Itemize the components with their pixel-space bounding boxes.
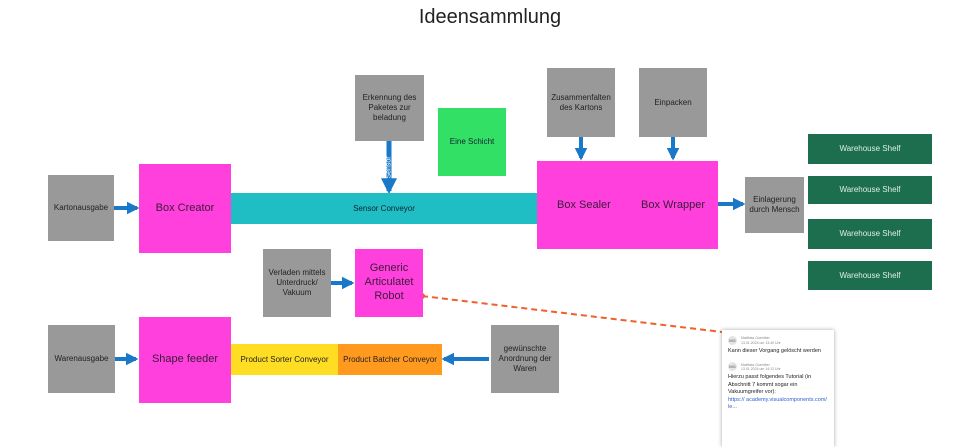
node-eine-schicht[interactable]: Eine Schicht: [438, 108, 506, 176]
node-warehouse-shelf-1[interactable]: Warehouse Shelf: [808, 134, 932, 164]
comment-1-header: MG Matthias Guenther 13.01.2024 um 13:40…: [728, 336, 828, 345]
page-title: Ideensammlung: [418, 6, 562, 28]
comment-2-link[interactable]: https:// academy.visualcomponents.com/ l…: [728, 396, 827, 411]
node-box-sealer-wrapper[interactable]: Box Sealer Box Wrapper: [537, 161, 718, 249]
node-sensor-conveyor[interactable]: Sensor Conveyor: [231, 193, 537, 224]
box-wrapper-label: Box Wrapper: [641, 199, 705, 211]
node-erkennung[interactable]: Erkennung des Paketes zur beladung: [355, 75, 424, 141]
avatar: MG: [728, 362, 737, 372]
comment-time: 13.01.2024 um 14:12 Uhr: [741, 366, 781, 371]
comment-author: Matthias Guenther: [741, 362, 770, 367]
node-verladen[interactable]: Verladen mittels Unterdruck/ Vakuum: [263, 249, 331, 317]
node-warehouse-shelf-2[interactable]: Warehouse Shelf: [808, 176, 932, 204]
node-warehouse-shelf-4[interactable]: Warehouse Shelf: [808, 261, 932, 290]
comment-2-header: MG Matthias Guenther 13.01.2024 um 14:12…: [728, 362, 828, 372]
comment-time: 13.01.2024 um 13:40 Uhr: [741, 340, 781, 345]
node-shape-feeder[interactable]: Shape feeder: [139, 317, 231, 403]
node-product-sorter-conveyor[interactable]: Product Sorter Conveyor: [231, 344, 338, 375]
avatar: MG: [728, 336, 737, 345]
node-warenausgabe[interactable]: Warenausgabe: [48, 325, 115, 393]
comment-connector: [421, 295, 723, 333]
box-sealer-label: Box Sealer: [557, 199, 611, 211]
sensor-label: Sensor: [385, 156, 393, 179]
node-kartonausgabe[interactable]: Kartonausgabe: [48, 175, 114, 241]
node-generic-robot[interactable]: Generic Articulatet Robot: [355, 249, 423, 317]
node-warehouse-shelf-3[interactable]: Warehouse Shelf: [808, 219, 932, 249]
node-box-creator[interactable]: Box Creator: [139, 164, 231, 253]
node-product-batcher-conveyor[interactable]: Product Batcher Conveyor: [338, 344, 442, 375]
comment-1-text: Kann dieser Vorgang gelöscht werden: [728, 348, 821, 354]
node-zusammenfalten[interactable]: Zusammenfalten des Kartons: [547, 68, 615, 137]
comment-2-text: Hierzu passt folgendes Tutorial (in Absc…: [728, 374, 812, 396]
node-einpacken[interactable]: Einpacken: [639, 68, 707, 137]
node-einlagerung[interactable]: Einlagerung durch Mensch: [745, 177, 804, 233]
node-gewuenschte-anordnung[interactable]: gewünschte Anordnung der Waren: [491, 325, 559, 393]
comment-author: Matthias Guenther: [741, 336, 770, 341]
comment-panel[interactable]: MG Matthias Guenther 13.01.2024 um 13:40…: [722, 330, 834, 447]
